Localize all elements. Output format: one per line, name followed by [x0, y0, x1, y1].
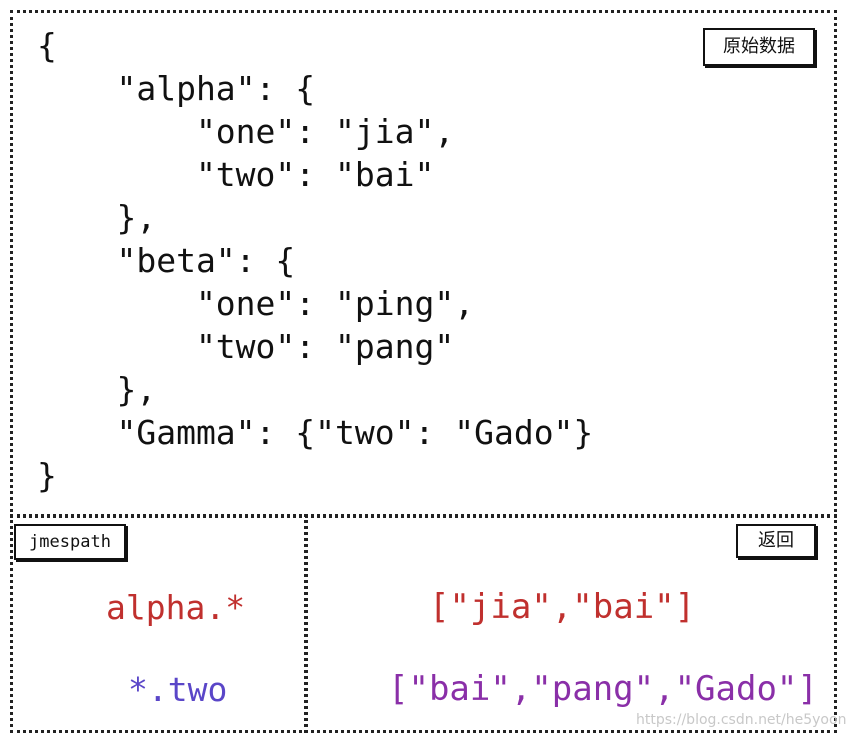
query-expression-1: alpha.*: [106, 588, 246, 627]
code-line: }: [37, 456, 57, 495]
return-panel: [304, 514, 837, 733]
query-expression-2: *.two: [128, 670, 228, 709]
code-line: "one": "ping",: [37, 284, 475, 323]
code-line: "beta": {: [37, 241, 296, 280]
code-line: "two": "pang": [37, 327, 455, 366]
query-result-2: ["bai","pang","Gado"]: [388, 669, 818, 709]
code-line: "Gamma": {"two": "Gado"}: [37, 413, 594, 452]
jmespath-label: jmespath: [14, 524, 126, 560]
code-line: },: [37, 370, 157, 409]
code-line: },: [37, 198, 157, 237]
code-line: "alpha": {: [37, 69, 316, 108]
query-result-1: ["jia","bai"]: [429, 587, 696, 627]
code-line: {: [37, 26, 57, 65]
raw-data-label: 原始数据: [703, 28, 815, 66]
watermark: https://blog.csdn.net/he5yoon: [636, 712, 847, 728]
code-line: "one": "jia",: [37, 112, 455, 151]
return-label: 返回: [736, 524, 816, 558]
code-line: "two": "bai": [37, 155, 435, 194]
